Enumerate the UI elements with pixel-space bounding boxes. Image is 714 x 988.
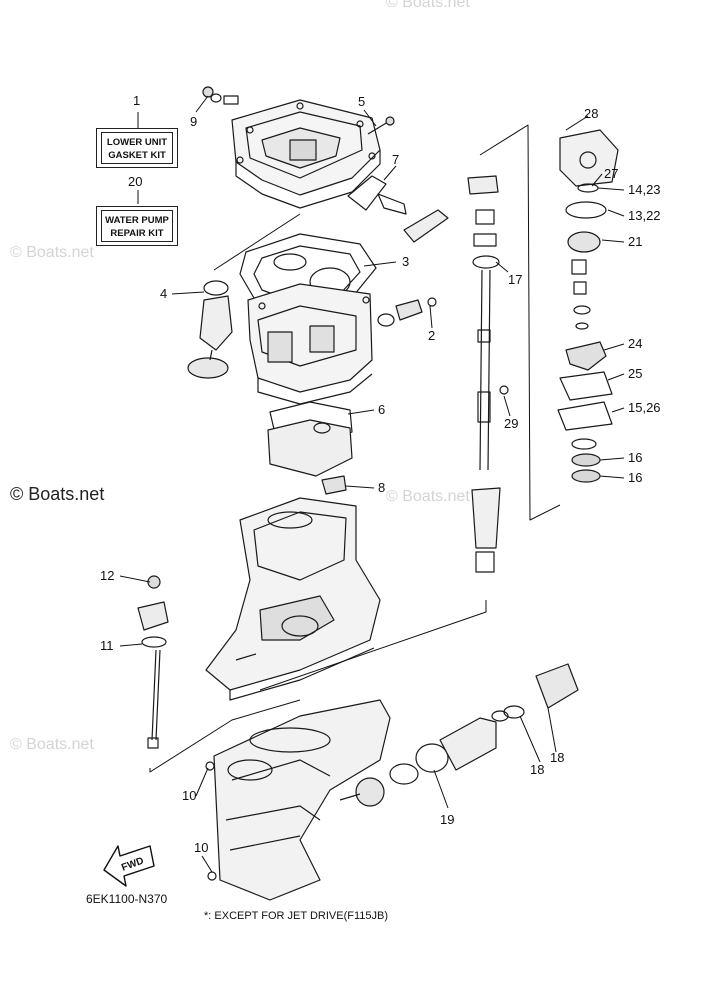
footnote: *: EXCEPT FOR JET DRIVE(F115JB) bbox=[204, 910, 388, 922]
callout-21: 21 bbox=[628, 234, 642, 249]
watermark-dark: © Boats.net bbox=[10, 484, 105, 504]
gasket-part-7 bbox=[347, 175, 449, 243]
kit-20-number: 20 bbox=[128, 174, 142, 189]
drive-shaft-part bbox=[467, 175, 509, 573]
callout-14-23: 14,23 bbox=[628, 182, 661, 197]
screw-part-5 bbox=[367, 116, 395, 135]
callout-18b: 18 bbox=[550, 750, 564, 765]
callout-9: 9 bbox=[190, 114, 197, 129]
callout-10a: 10 bbox=[182, 788, 196, 803]
callout-11: 11 bbox=[100, 638, 114, 653]
callout-17: 17 bbox=[508, 272, 522, 287]
callout-16b: 16 bbox=[628, 470, 642, 485]
lower-casing-part bbox=[205, 497, 381, 701]
bushing-part-2 bbox=[377, 297, 437, 327]
kit-1-number: 1 bbox=[133, 93, 140, 108]
upper-casing-part bbox=[231, 99, 381, 209]
callout-6: 6 bbox=[378, 402, 385, 417]
callout-28: 28 bbox=[584, 106, 598, 121]
fwd-arrow-icon bbox=[103, 845, 155, 887]
callout-3: 3 bbox=[402, 254, 409, 269]
watermark-mid: © Boats.net bbox=[386, 488, 470, 505]
kit-box-water-pump-repair: WATER PUMP REPAIR KIT bbox=[96, 206, 178, 246]
kit-1-line2: GASKET KIT bbox=[108, 150, 166, 161]
callout-8: 8 bbox=[378, 480, 385, 495]
callout-7: 7 bbox=[392, 152, 399, 167]
callout-25: 25 bbox=[628, 366, 642, 381]
bolt-part-10 bbox=[205, 761, 217, 881]
callout-29: 29 bbox=[504, 416, 518, 431]
gear-case-part bbox=[213, 699, 391, 901]
shift-rod-part-11-12 bbox=[137, 575, 169, 749]
callout-19: 19 bbox=[440, 812, 454, 827]
kit-box-lower-unit-gasket: LOWER UNIT GASKET KIT bbox=[96, 128, 178, 168]
water-pump-stack bbox=[557, 129, 619, 483]
rubber-seal-part-8 bbox=[321, 475, 347, 495]
callout-12: 12 bbox=[100, 568, 114, 583]
callout-5: 5 bbox=[358, 94, 365, 109]
callout-4: 4 bbox=[160, 286, 167, 301]
kit-20-line2: REPAIR KIT bbox=[110, 228, 164, 239]
watermark-top: © Boats.net bbox=[386, 0, 470, 11]
diagram-code: 6EK1100-N370 bbox=[86, 892, 168, 906]
callout-10b: 10 bbox=[194, 840, 208, 855]
callout-13-22: 13,22 bbox=[628, 208, 661, 223]
callout-27: 27 bbox=[604, 166, 618, 181]
callout-2: 2 bbox=[428, 328, 435, 343]
callout-24: 24 bbox=[628, 336, 642, 351]
propeller-shaft-assembly bbox=[339, 663, 579, 807]
kit-1-line1: LOWER UNIT bbox=[106, 137, 168, 148]
watermark-left: © Boats.net bbox=[10, 244, 94, 261]
bolt-part-9 bbox=[202, 86, 239, 105]
callout-16a: 16 bbox=[628, 450, 642, 465]
kit-20-line1: WATER PUMP bbox=[105, 215, 169, 226]
watermark-bottom: © Boats.net bbox=[10, 736, 94, 753]
exhaust-housing-part bbox=[247, 283, 373, 405]
callout-15-26: 15,26 bbox=[628, 400, 661, 415]
callout-18a: 18 bbox=[530, 762, 544, 777]
gasket-part-6 bbox=[267, 401, 353, 477]
oil-strainer-part-4 bbox=[187, 280, 233, 379]
